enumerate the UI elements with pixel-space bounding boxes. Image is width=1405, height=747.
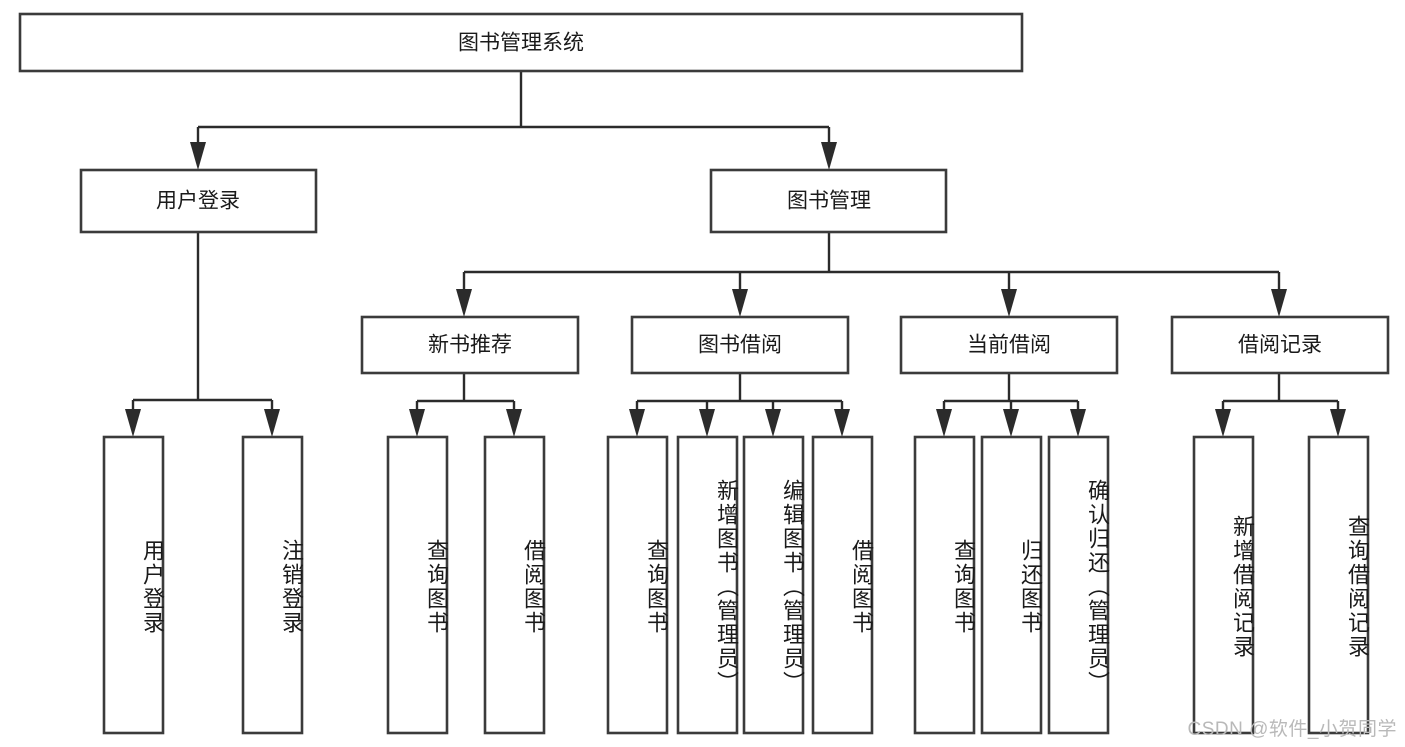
connector-group-book-borrow bbox=[629, 373, 850, 437]
arrowhead-to-borrow-record bbox=[1271, 289, 1287, 317]
node-current-borrow-box[interactable] bbox=[899, 315, 1119, 375]
arrowhead-to-book-borrow bbox=[732, 289, 748, 317]
node-current-borrow-label: 当前借阅 bbox=[967, 334, 1051, 357]
node-root-label: 图书管理系统 bbox=[458, 32, 584, 55]
node-root-box[interactable] bbox=[18, 12, 1024, 73]
leaf-box-currentborrow-3[interactable] bbox=[1047, 435, 1110, 735]
node-user-login-label: 用户登录 bbox=[156, 190, 240, 213]
leaf-box-borrowrecord-2[interactable] bbox=[1307, 435, 1370, 735]
arrowhead-leaf-bookborrow-1 bbox=[629, 409, 645, 437]
leaf-box-newbook-1[interactable] bbox=[386, 435, 449, 735]
node-book-manage-box[interactable] bbox=[709, 168, 948, 234]
arrowhead-leaf-newbook-2 bbox=[506, 409, 522, 437]
node-book-borrow-label: 图书借阅 bbox=[698, 334, 782, 357]
connector-group-new-book bbox=[409, 373, 522, 437]
node-new-book-recommend-box[interactable] bbox=[360, 315, 580, 375]
arrowhead-leaf-user-login-2 bbox=[264, 409, 280, 437]
node-new-book-recommend-label: 新书推荐 bbox=[428, 334, 512, 357]
node-book-manage-label: 图书管理 bbox=[787, 190, 871, 213]
arrowhead-to-user-login bbox=[190, 142, 206, 170]
arrowhead-leaf-currentborrow-3 bbox=[1070, 409, 1086, 437]
arrowhead-leaf-user-login-1 bbox=[125, 409, 141, 437]
leaf-box-bookborrow-1[interactable] bbox=[606, 435, 669, 735]
leaf-box-borrowrecord-1[interactable] bbox=[1192, 435, 1255, 735]
arrowhead-leaf-currentborrow-1 bbox=[936, 409, 952, 437]
leaf-box-user-login-2[interactable] bbox=[241, 435, 304, 735]
leaf-box-bookborrow-3[interactable] bbox=[742, 435, 805, 735]
connector-group-book-manage bbox=[456, 232, 1287, 317]
arrowhead-leaf-bookborrow-2 bbox=[699, 409, 715, 437]
leaf-box-newbook-2[interactable] bbox=[483, 435, 546, 735]
node-borrow-record-label: 借阅记录 bbox=[1238, 334, 1322, 357]
connector-group-user-login bbox=[125, 232, 280, 437]
arrowhead-leaf-bookborrow-4 bbox=[834, 409, 850, 437]
arrowhead-leaf-borrowrecord-2 bbox=[1330, 409, 1346, 437]
connector-group-root bbox=[190, 71, 837, 170]
connector-group-current-borrow bbox=[936, 373, 1086, 437]
watermark-text: CSDN @软件_小贺同学 bbox=[1187, 719, 1397, 740]
arrowhead-leaf-newbook-1 bbox=[409, 409, 425, 437]
arrowhead-leaf-borrowrecord-1 bbox=[1215, 409, 1231, 437]
leaf-box-user-login-1[interactable] bbox=[102, 435, 165, 735]
arrowhead-to-book-manage bbox=[821, 142, 837, 170]
arrowhead-to-current-borrow bbox=[1001, 289, 1017, 317]
node-book-borrow-box[interactable] bbox=[630, 315, 850, 375]
node-user-login-box[interactable] bbox=[79, 168, 318, 234]
leaf-box-currentborrow-1[interactable] bbox=[913, 435, 976, 735]
leaf-box-bookborrow-4[interactable] bbox=[811, 435, 874, 735]
arrowhead-to-new-book bbox=[456, 289, 472, 317]
node-borrow-record-box[interactable] bbox=[1170, 315, 1390, 375]
leaf-box-bookborrow-2[interactable] bbox=[676, 435, 739, 735]
connector-group-borrow-record bbox=[1215, 373, 1346, 437]
arrowhead-leaf-bookborrow-3 bbox=[765, 409, 781, 437]
leaf-box-currentborrow-2[interactable] bbox=[980, 435, 1043, 735]
arrowhead-leaf-currentborrow-2 bbox=[1003, 409, 1019, 437]
